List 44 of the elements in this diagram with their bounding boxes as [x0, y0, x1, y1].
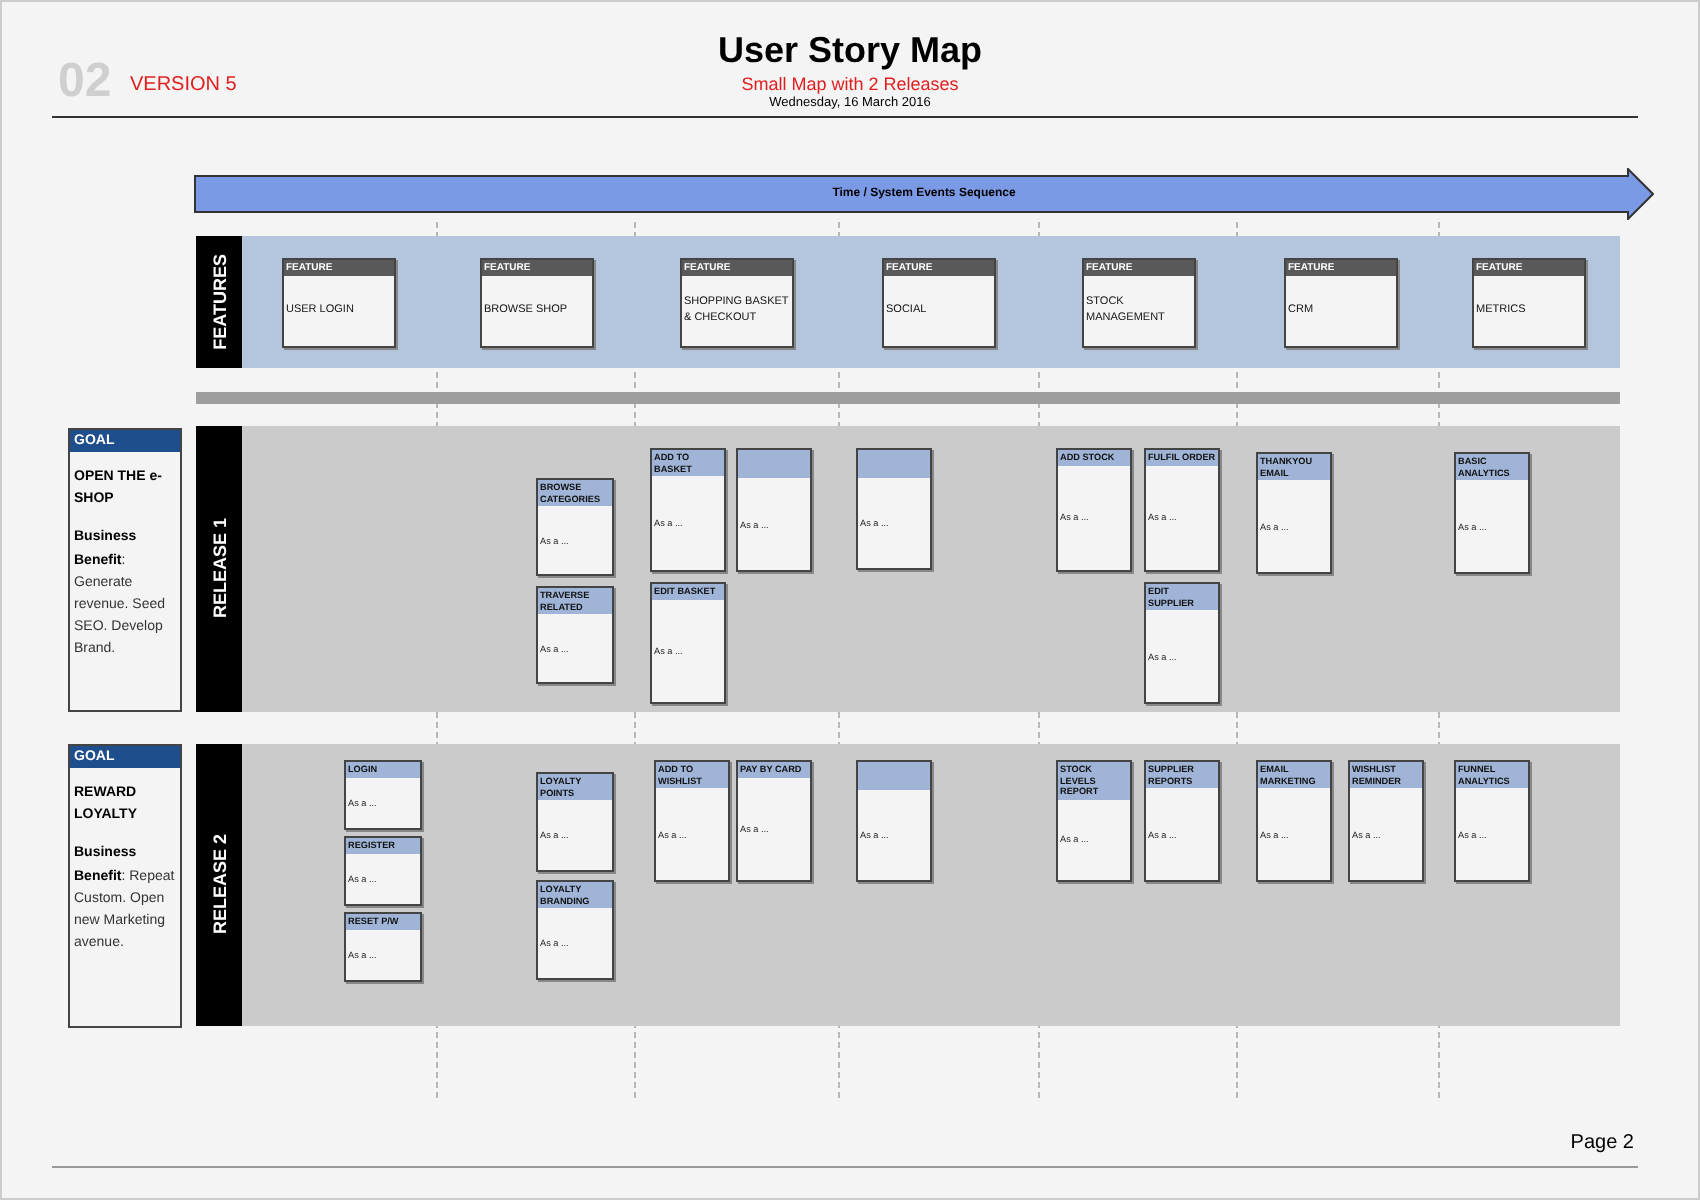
feature-card — [1082, 258, 1196, 348]
story-card — [536, 772, 614, 872]
story-card — [1454, 452, 1530, 574]
story-card — [536, 586, 614, 684]
lane-header: FEATURES — [196, 236, 242, 368]
feature-card — [1284, 258, 1398, 348]
story-card — [856, 760, 932, 882]
feature-card — [480, 258, 594, 348]
story-card — [1256, 452, 1332, 574]
page-label: Page 2 — [1570, 1132, 1634, 1154]
story-card — [650, 448, 726, 572]
story-card — [344, 760, 422, 830]
subtitle: Small Map with 2 Releases — [741, 76, 959, 94]
lane-header: RELEASE 1 — [196, 426, 242, 712]
release-lane — [196, 426, 1620, 712]
story-card — [344, 836, 422, 906]
story-card — [1256, 760, 1332, 882]
story-card — [1056, 448, 1132, 572]
release-lane — [196, 744, 1620, 1026]
feature-card — [282, 258, 396, 348]
story-card — [654, 760, 730, 882]
story-card — [736, 448, 812, 572]
feature-card — [680, 258, 794, 348]
version-label: VERSION 5 — [130, 74, 237, 96]
story-card — [1144, 760, 1220, 882]
goal-card — [68, 744, 182, 1028]
feature-card — [1472, 258, 1586, 348]
timeline-arrow — [194, 168, 1654, 220]
goal-card — [68, 428, 182, 712]
story-card — [536, 478, 614, 576]
story-card — [536, 880, 614, 980]
lane-header: RELEASE 2 — [196, 744, 242, 1026]
page-title: User Story Map — [715, 30, 985, 72]
story-card — [1056, 760, 1132, 882]
story-card — [856, 448, 932, 570]
story-card — [650, 582, 726, 704]
story-card — [344, 912, 422, 982]
story-card — [1144, 448, 1220, 572]
feature-band — [196, 236, 1620, 368]
story-card — [1348, 760, 1424, 882]
story-card — [1144, 582, 1220, 704]
story-card — [736, 760, 812, 882]
story-card — [1454, 760, 1530, 882]
feature-card — [882, 258, 996, 348]
